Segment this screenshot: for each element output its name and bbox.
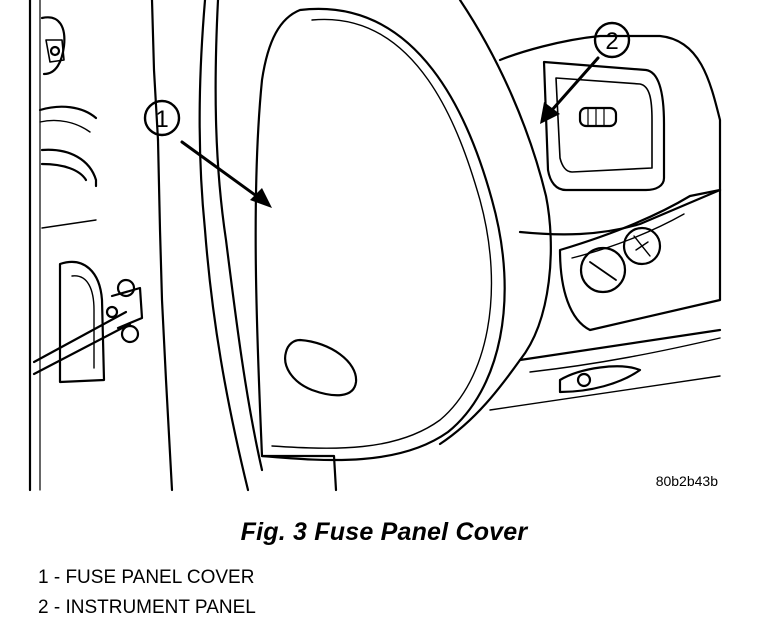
finger-pull-slot [284,338,358,397]
svg-text:2: 2 [605,28,618,55]
callout-2: 2 [540,21,631,124]
fuse-panel-cover-drawing [254,7,506,492]
instrument-panel-drawing [438,0,722,446]
legend-item-fuse-panel-cover: 1 - FUSE PANEL COVER [38,567,255,588]
door-edge-drawing [28,0,264,492]
legend: 1 - FUSE PANEL COVER 2 - INSTRUMENT PANE… [38,563,256,623]
image-code: 80b2b43b [656,473,719,489]
legend-item-instrument-panel: 2 - INSTRUMENT PANEL [38,597,256,618]
svg-text:1: 1 [155,106,168,133]
fuse-panel-cover-illustration: 1 2 80b2b43b [28,0,722,492]
callout-1: 1 [143,99,272,208]
figure-caption: Fig. 3 Fuse Panel Cover [240,518,528,546]
